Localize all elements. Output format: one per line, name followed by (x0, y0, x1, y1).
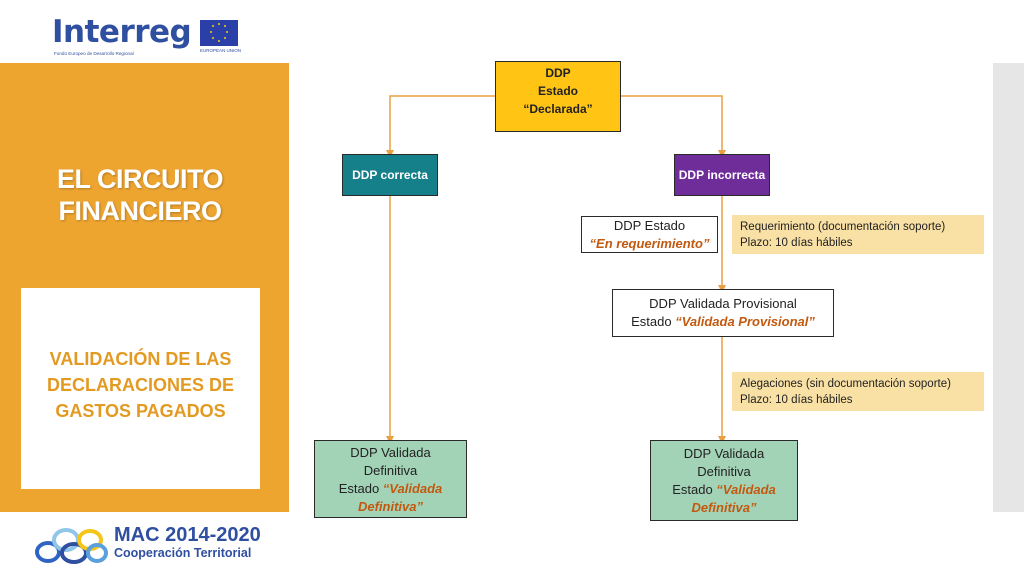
node-en-requerimiento-line1: DDP Estado (613, 218, 686, 233)
mac-program-title: MAC 2014-2020 (114, 524, 261, 546)
interreg-logo: Interreg Fondo Europeo de Desarrollo Reg… (52, 14, 242, 60)
panel-title-line1: EL CIRCUITO (56, 164, 224, 194)
note-requerimiento-line1: Requerimiento (documentación soporte) (740, 221, 946, 233)
node-ddp-incorrecta: DDP incorrecta (674, 154, 770, 196)
connector-root-to-incorrect (621, 95, 726, 158)
node-final-right-state-b: Definitiva” (691, 500, 757, 515)
node-validada-provisional: DDP Validada Provisional Estado “Validad… (612, 289, 834, 337)
mac-rings-icon (35, 528, 108, 564)
note-alegaciones: Alegaciones (sin documentación soporte) … (732, 372, 984, 411)
node-final-left: DDP Validada Definitiva Estado “Validada… (314, 440, 467, 518)
node-final-right-prefix: Estado (672, 482, 717, 497)
node-final-right: DDP Validada Definitiva Estado “Validada… (650, 440, 798, 521)
left-panel: EL CIRCUITO FINANCIERO VALIDACIÓN DE LAS… (0, 63, 289, 512)
panel-title: EL CIRCUITO FINANCIERO (0, 163, 280, 227)
node-en-requerimiento-state: “En requerimiento” (589, 236, 710, 251)
node-ddp-declarada: DDP Estado “Declarada” (495, 61, 621, 132)
node-validada-provisional-line1: DDP Validada Provisional (649, 296, 797, 311)
interreg-logo-subtitle: Fondo Europeo de Desarrollo Regional (54, 51, 134, 56)
node-ddp-correcta: DDP correcta (342, 154, 438, 196)
panel-subtitle: VALIDACIÓN DE LAS DECLARACIONES DE GASTO… (21, 346, 260, 424)
note-requerimiento: Requerimiento (documentación soporte) Pl… (732, 215, 984, 254)
note-alegaciones-line2: Plazo: 10 días hábiles (740, 394, 853, 406)
node-ddp-declarada-line3: “Declarada” (523, 102, 593, 116)
node-ddp-declarada-line2: Estado (537, 84, 578, 98)
panel-title-line2: FINANCIERO (58, 196, 223, 226)
node-final-left-state-b: Definitiva” (357, 499, 423, 514)
panel-subtitle-line1: VALIDACIÓN DE LAS (49, 349, 232, 369)
node-validada-provisional-state: “Validada Provisional” (675, 314, 815, 329)
interreg-logo-word: Interreg (52, 14, 192, 50)
subtitle-box: VALIDACIÓN DE LAS DECLARACIONES DE GASTO… (21, 288, 260, 489)
node-en-requerimiento: DDP Estado “En requerimiento” (581, 216, 718, 253)
right-strip (993, 63, 1024, 512)
mac-logo: MAC 2014-2020 Cooperación Territorial (34, 522, 274, 568)
node-final-right-line1: DDP Validada (683, 446, 765, 461)
node-final-left-line1: DDP Validada (350, 445, 431, 460)
note-requerimiento-line2: Plazo: 10 días hábiles (740, 237, 853, 249)
node-final-left-line3: Estado “Validada (315, 480, 466, 498)
note-alegaciones-line1: Alegaciones (sin documentación soporte) (740, 378, 951, 390)
panel-subtitle-line3: GASTOS PAGADOS (55, 401, 226, 421)
node-final-left-prefix: Estado (338, 481, 383, 496)
node-final-right-line2: Definitiva (697, 464, 751, 479)
panel-subtitle-line2: DECLARACIONES DE (46, 375, 234, 395)
node-validada-provisional-line2: Estado “Validada Provisional” (613, 313, 833, 331)
node-final-left-line2: Definitiva (363, 463, 418, 478)
eu-label: EUROPEAN UNION (200, 48, 242, 53)
node-final-left-state-a: “Validada (382, 481, 443, 496)
node-final-right-state-a: “Validada (716, 482, 776, 497)
node-validada-provisional-prefix: Estado (631, 314, 676, 329)
eu-flag-icon (200, 20, 238, 46)
node-ddp-declarada-line1: DDP (545, 66, 571, 80)
connector-root-to-correct (386, 95, 495, 158)
mac-tagline: Cooperación Territorial (114, 546, 252, 560)
node-final-right-line3: Estado “Validada (651, 481, 797, 499)
